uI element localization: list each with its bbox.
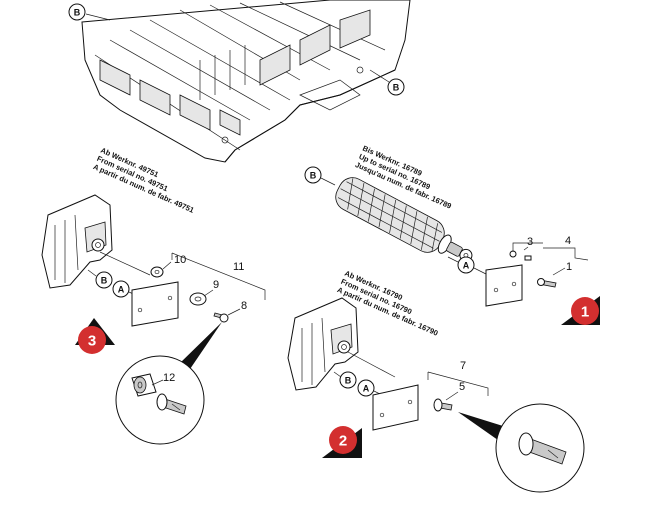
marker-a-middle bbox=[357, 379, 375, 397]
step-marker-2 bbox=[329, 426, 357, 454]
housing-assembly: B B bbox=[68, 0, 411, 163]
label-b-right: B bbox=[393, 83, 400, 93]
callout-11: 11 bbox=[233, 261, 244, 273]
callout-10: 10 bbox=[174, 254, 186, 266]
label-b-left: B bbox=[101, 276, 108, 286]
step-marker-1 bbox=[571, 297, 599, 325]
label-b-roller: B bbox=[310, 171, 317, 181]
marker-b-top bbox=[68, 3, 86, 21]
middle-assembly: Ab Werknr. 16790 From serial no. 16790 A… bbox=[287, 269, 585, 493]
callout-4: 4 bbox=[565, 235, 571, 247]
label-a-roller: A bbox=[463, 261, 470, 271]
marker-b-roller bbox=[304, 166, 322, 184]
label-a-middle: A bbox=[363, 384, 370, 394]
marker-a-roller bbox=[457, 256, 475, 274]
callout-5: 5 bbox=[459, 381, 465, 393]
step-1-number: 1 bbox=[581, 304, 589, 321]
callout-8: 8 bbox=[241, 300, 247, 312]
step-3-number: 3 bbox=[88, 333, 96, 350]
marker-b-left bbox=[95, 271, 113, 289]
step-2-number: 2 bbox=[339, 433, 347, 450]
callout-12: 12 bbox=[163, 372, 175, 384]
marker-b-middle bbox=[339, 371, 357, 389]
step-marker-3 bbox=[78, 326, 106, 354]
label-a-left: A bbox=[118, 285, 125, 295]
label-b-top: B bbox=[74, 8, 81, 18]
marker-a-left bbox=[112, 280, 130, 298]
label-b-middle: B bbox=[345, 376, 352, 386]
marker-b-right bbox=[387, 78, 405, 96]
callout-7: 7 bbox=[460, 360, 466, 372]
callout-1: 1 bbox=[566, 261, 572, 273]
callout-3-roller: 3 bbox=[527, 236, 533, 248]
callout-9: 9 bbox=[213, 279, 219, 291]
left-assembly: Ab Werknr. 49751 From serial no. 49751 A… bbox=[41, 146, 266, 445]
